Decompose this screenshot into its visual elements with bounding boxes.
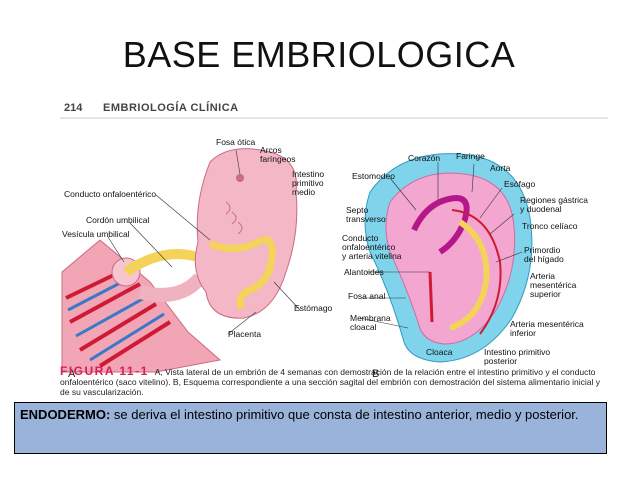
label-fosa-anal: Fosa anal xyxy=(348,292,385,301)
label-aorta: Aorta xyxy=(490,164,510,173)
label-placenta: Placenta xyxy=(228,330,261,339)
arterias-b xyxy=(430,272,432,322)
label-arteria-mesenterica-superior: Arteria mesentérica superior xyxy=(530,272,576,299)
label-cloaca: Cloaca xyxy=(426,348,452,357)
embryo-figure: A B Fosa ótica Arcos faríngeos Conducto … xyxy=(60,122,608,384)
label-tronco-celiaco: Tronco celíaco xyxy=(522,222,577,231)
label-conducto-onfaloenterico-b: Conducto onfaloentérico y arteria viteli… xyxy=(342,234,402,261)
label-intestino-primitivo-medio: Intestino primitivo medio xyxy=(292,170,324,197)
label-septo-transverso: Septo transverso xyxy=(346,206,386,224)
figure-number: FIGURA 11-1 xyxy=(60,364,149,378)
label-intestino-primitivo-posterior: Intestino primitivo posterior xyxy=(484,348,550,366)
label-alantoides: Alantoides xyxy=(344,268,384,277)
header-rule xyxy=(60,98,608,120)
label-regiones-gastrica-duodenal: Regiones gástrica y duodenal xyxy=(520,196,588,214)
label-cordon-umbilical: Cordón umbilical xyxy=(86,216,149,225)
label-membrana-cloacal: Membrana cloacal xyxy=(350,314,391,332)
label-estomago: Estómago xyxy=(294,304,332,313)
label-arteria-mesenterica-inferior: Arteria mesentérica inferior xyxy=(510,320,584,338)
label-vesicula-umbilical: Vesícula umbilical xyxy=(62,230,130,239)
note-box: ENDODERMO: se deriva el intestino primit… xyxy=(14,402,607,454)
label-conducto-onfaloenterico-a: Conducto onfaloentérico xyxy=(64,190,156,199)
slide-title: BASE EMBRIOLOGICA xyxy=(0,34,638,76)
label-estomodeo: Estomodeo xyxy=(352,172,395,181)
label-corazon: Corazón xyxy=(408,154,440,163)
page-header: 214 EMBRIOLOGÍA CLÍNICA xyxy=(60,98,608,120)
label-primordio-higado: Primordio del hígado xyxy=(524,246,564,264)
note-term: ENDODERMO: xyxy=(20,407,110,422)
fosa-otica-shape xyxy=(236,174,244,182)
label-faringe: Faringe xyxy=(456,152,485,161)
note-text: se deriva el intestino primitivo que con… xyxy=(110,407,578,422)
label-esofago: Esófago xyxy=(504,180,535,189)
label-fosa-otica: Fosa ótica xyxy=(216,138,255,147)
label-arcos-faringeos: Arcos faríngeos xyxy=(260,146,295,164)
